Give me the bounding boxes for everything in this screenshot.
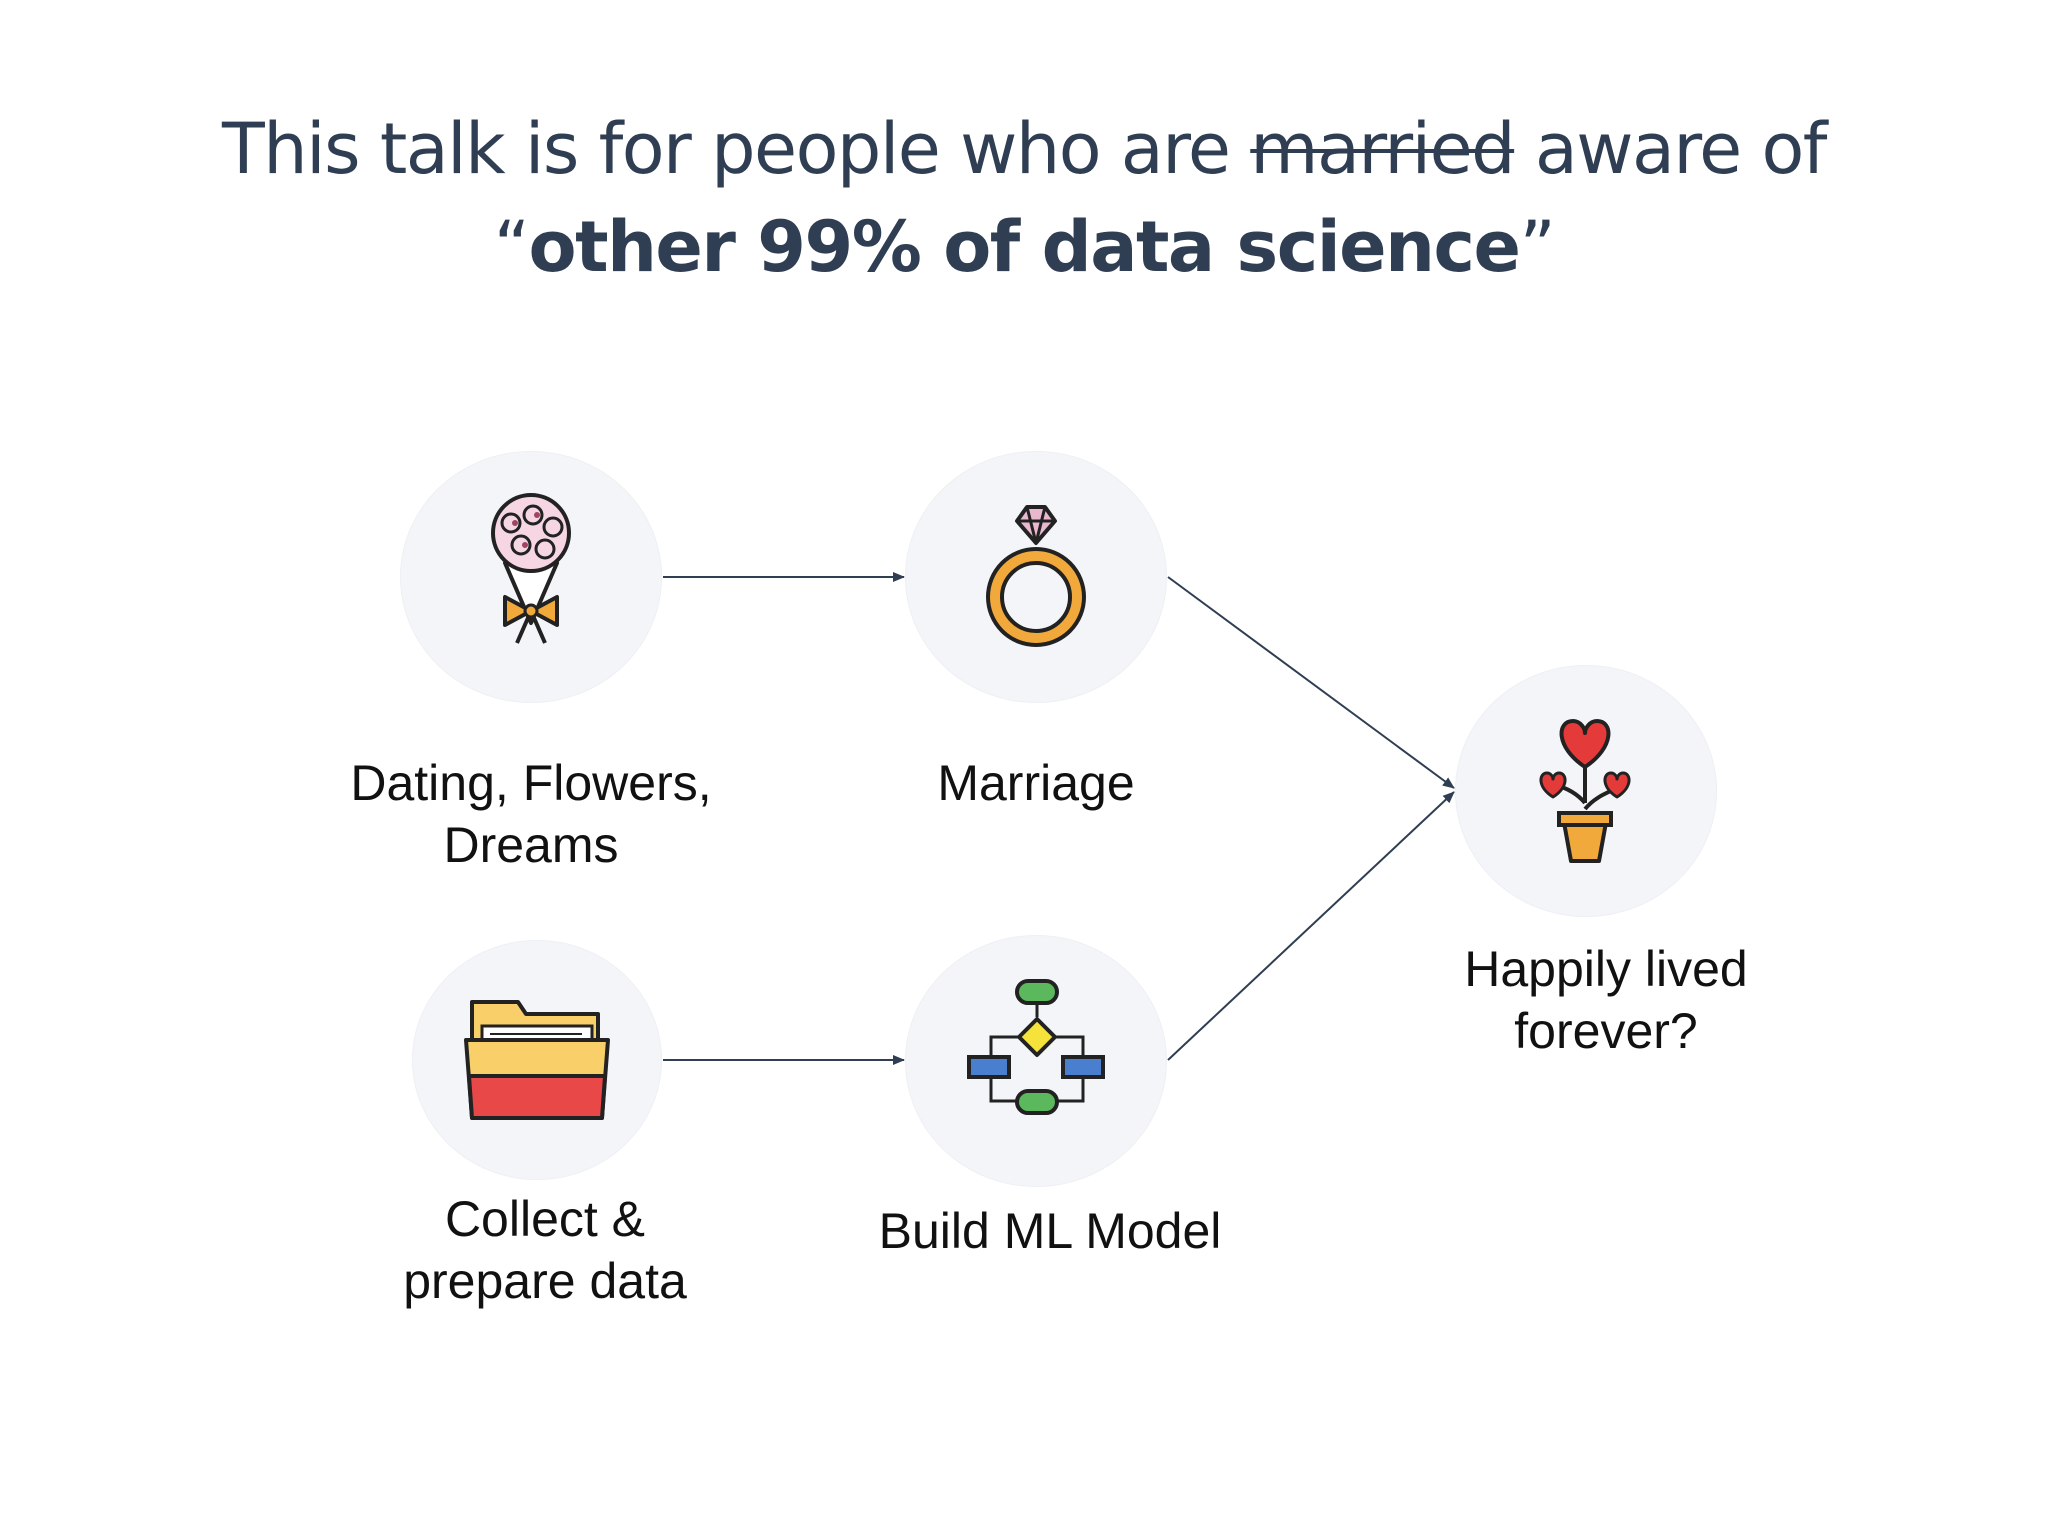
arrow-marriage-to-happily [1167, 576, 1455, 789]
node-collect [412, 940, 662, 1180]
title-text-before: This talk is for people who are [222, 108, 1251, 190]
title-struck-word: married [1250, 108, 1515, 190]
label-happily-line-2: forever? [1514, 1003, 1698, 1059]
label-dating-line-2: Dreams [443, 817, 619, 873]
title-line-2: “other 99% of data science” [0, 206, 2048, 288]
folder-icon [464, 1000, 610, 1120]
title-line-1: This talk is for people who are married … [0, 108, 2048, 190]
title-bold-phrase: other 99% of data science [528, 206, 1521, 288]
label-collect: Collect & prepare data [345, 1188, 745, 1312]
label-happily-line-1: Happily lived [1464, 941, 1748, 997]
label-happily: Happily lived forever? [1406, 938, 1806, 1062]
heart-plant-icon [1539, 719, 1631, 863]
arrow-build-to-happily [1167, 791, 1455, 1061]
label-collect-line-2: prepare data [403, 1253, 687, 1309]
label-collect-line-1: Collect & [444, 1191, 646, 1247]
label-dating: Dating, Flowers, Dreams [330, 752, 732, 876]
label-marriage-line-1: Marriage [937, 755, 1135, 811]
title-text-after: aware of [1514, 108, 1828, 190]
label-build: Build ML Model [850, 1200, 1250, 1262]
node-marriage [905, 451, 1167, 703]
title-close-quote: ” [1519, 206, 1555, 288]
node-dating [400, 451, 662, 703]
ring-icon [986, 505, 1086, 647]
node-happily [1455, 665, 1717, 917]
flowchart-icon [967, 979, 1105, 1115]
node-build [905, 935, 1167, 1187]
label-build-line-1: Build ML Model [878, 1203, 1222, 1259]
label-dating-line-1: Dating, Flowers, [350, 755, 712, 811]
title-open-quote: “ [493, 206, 530, 288]
bouquet-icon [491, 493, 571, 644]
label-marriage: Marriage [836, 752, 1236, 814]
